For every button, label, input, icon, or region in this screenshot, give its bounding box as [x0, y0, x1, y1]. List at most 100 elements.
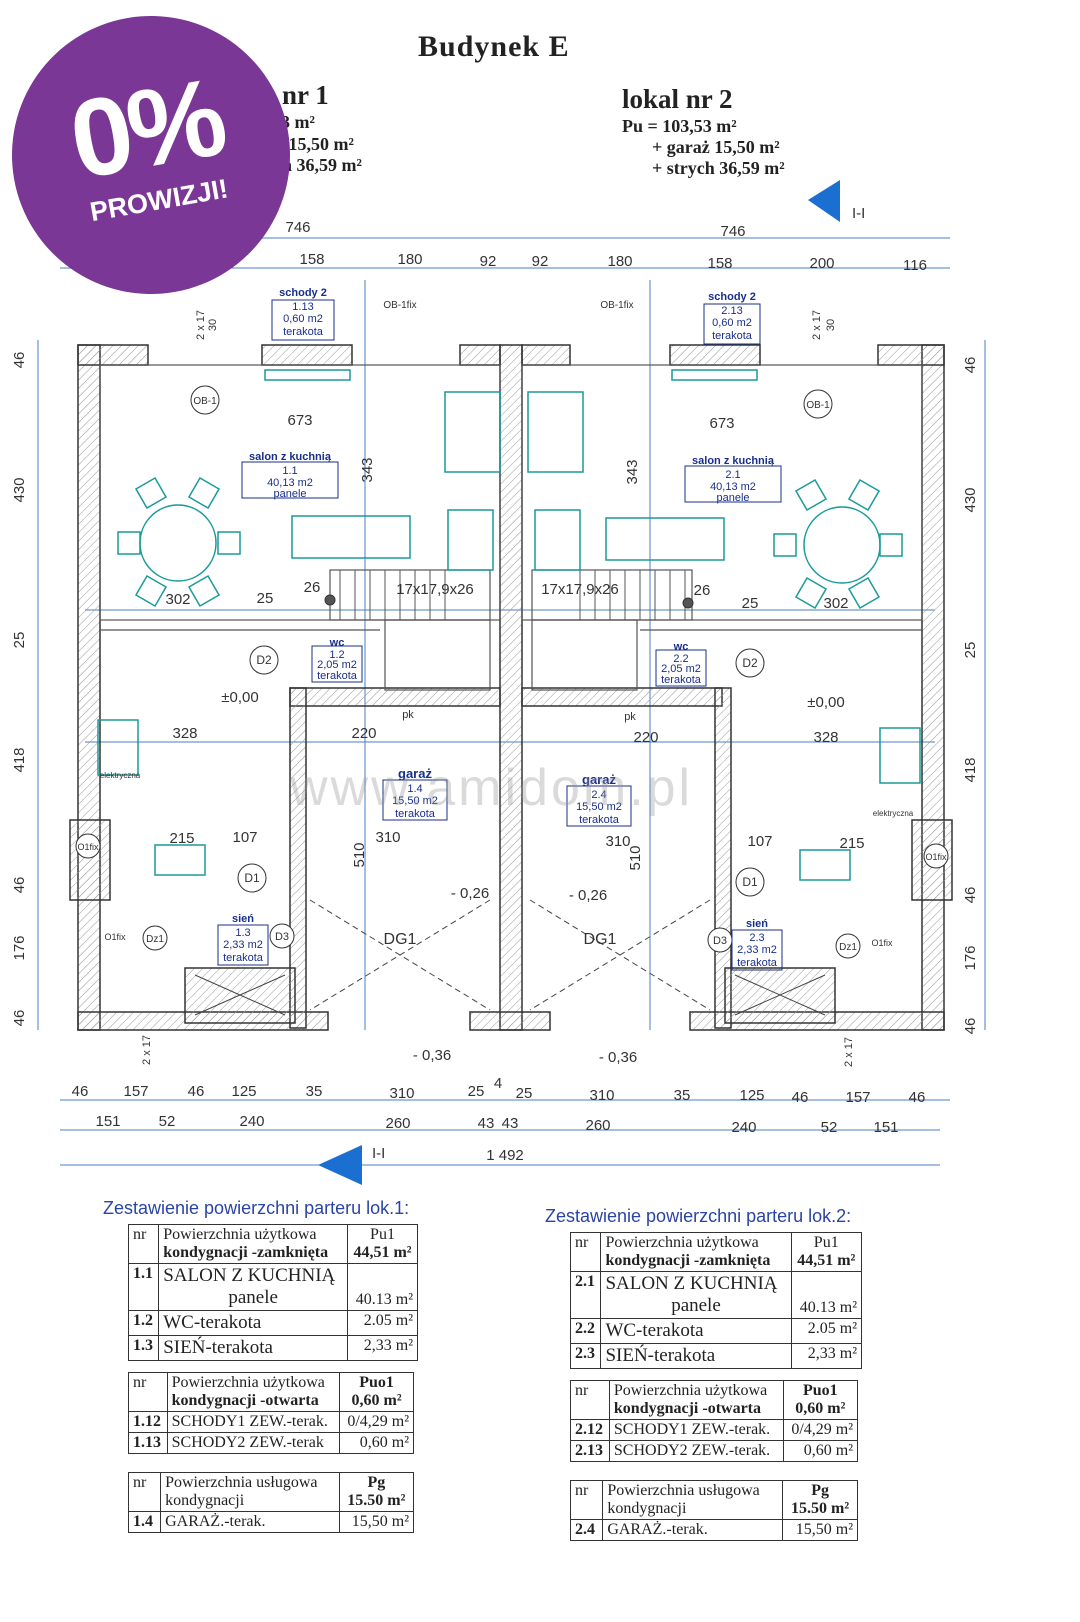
section-marker-bottom: I-I [372, 1145, 385, 1162]
svg-text:schody 2: schody 2 [708, 291, 756, 303]
hdr-desc: kondygnacji -zamknięta [163, 1244, 329, 1261]
row-name: WC-terakota [600, 1318, 792, 1344]
svg-text:D2: D2 [256, 653, 272, 667]
svg-text:157: 157 [123, 1083, 148, 1100]
row-nr: 2.13 [570, 1440, 610, 1462]
svg-text:garaż: garaż [582, 772, 616, 787]
svg-text:OB-1fix: OB-1fix [383, 300, 416, 311]
svg-text:215: 215 [839, 835, 864, 852]
hdr-desc: kondygnacji [607, 1500, 687, 1517]
svg-text:30: 30 [207, 319, 219, 331]
svg-text:116: 116 [903, 257, 927, 274]
row-val: 0,60 m² [339, 1432, 414, 1454]
hdr-sym: Pu1 [370, 1226, 395, 1243]
hdr-nr: nr [569, 1480, 604, 1520]
svg-text:0,60 m2: 0,60 m2 [712, 317, 752, 329]
hdr-desc: Powierzchnia użytkowa [163, 1226, 317, 1243]
hdr-desc: Powierzchnia użytkowa [605, 1234, 759, 1251]
svg-text:terakota: terakota [283, 326, 324, 338]
svg-text:25: 25 [962, 642, 979, 659]
row-name: SIEŃ-terakota [158, 1335, 348, 1361]
svg-text:673: 673 [709, 415, 734, 432]
svg-text:elektryczna: elektryczna [873, 809, 914, 818]
svg-text:310: 310 [605, 833, 630, 850]
row-val: 15,50 m² [338, 1511, 415, 1533]
svg-text:176: 176 [962, 945, 979, 970]
svg-text:125: 125 [739, 1087, 764, 1104]
svg-text:46: 46 [72, 1083, 89, 1100]
svg-text:157: 157 [845, 1089, 870, 1106]
svg-text:1.3: 1.3 [235, 927, 250, 939]
svg-text:D3: D3 [275, 931, 289, 943]
svg-text:151: 151 [95, 1113, 120, 1130]
svg-text:2 x 17: 2 x 17 [843, 1037, 855, 1067]
svg-text:25: 25 [742, 595, 759, 612]
svg-text:180: 180 [397, 251, 422, 268]
svg-text:D3: D3 [713, 935, 727, 947]
svg-text:2 x 17: 2 x 17 [195, 310, 207, 340]
hdr-nr: nr [127, 1472, 162, 1512]
row-val: 2,33 m² [347, 1335, 418, 1361]
row-val: 2.05 m² [347, 1310, 418, 1336]
row-nr: 1.1 [127, 1263, 160, 1311]
svg-text:2.1: 2.1 [725, 469, 740, 481]
svg-text:2,33 m2: 2,33 m2 [223, 939, 263, 951]
svg-text:35: 35 [306, 1083, 323, 1100]
svg-text:52: 52 [821, 1119, 838, 1136]
svg-text:panele: panele [716, 492, 749, 504]
svg-text:328: 328 [172, 725, 197, 742]
svg-text:40,13 m2: 40,13 m2 [710, 481, 756, 493]
svg-text:salon z kuchnią: salon z kuchnią [692, 455, 775, 467]
svg-text:terakota: terakota [579, 814, 620, 826]
svg-text:pk: pk [402, 709, 414, 721]
table-row: 2.12 SCHODY1 ZEW.-terak. 0/4,29 m² [570, 1419, 859, 1441]
svg-text:pk: pk [624, 711, 636, 723]
svg-text:15,50 m2: 15,50 m2 [576, 801, 622, 813]
svg-text:0,60 m2: 0,60 m2 [283, 313, 323, 325]
svg-text:310: 310 [389, 1085, 414, 1102]
svg-text:52: 52 [159, 1113, 176, 1130]
svg-text:510: 510 [351, 842, 368, 867]
hdr-sym: Pg [811, 1482, 829, 1499]
row-nr: 1.3 [127, 1335, 160, 1361]
table-row: 1.13 SCHODY2 ZEW.-terak 0,60 m² [128, 1432, 414, 1454]
hdr-sym: Puo1 [359, 1374, 394, 1391]
svg-text:220: 220 [633, 729, 658, 746]
svg-text:125: 125 [231, 1083, 256, 1100]
svg-text:2.4: 2.4 [591, 789, 606, 801]
svg-text:46: 46 [962, 357, 979, 374]
svg-text:1.2: 1.2 [329, 649, 344, 661]
row-nr: 2.12 [570, 1419, 610, 1441]
svg-text:sień: sień [232, 913, 254, 925]
svg-text:1.13: 1.13 [292, 301, 313, 313]
svg-text:430: 430 [11, 477, 28, 502]
svg-text:310: 310 [375, 829, 400, 846]
row-sub: panele [228, 1287, 278, 1308]
row-name: GARAŻ.-terak. [602, 1519, 784, 1541]
svg-text:- 0,36: - 0,36 [413, 1047, 451, 1064]
svg-text:35: 35 [674, 1087, 691, 1104]
unit2-name: lokal nr 2 [622, 84, 733, 114]
building-title: Budynek E [418, 30, 570, 63]
row-nr: 2.3 [569, 1343, 602, 1369]
row-val: 2.05 m² [790, 1318, 863, 1344]
hdr-sym: Puo1 [802, 1382, 838, 1399]
hdr-desc: kondygnacji [165, 1492, 245, 1509]
unit1-name: nr 1 [282, 80, 329, 110]
svg-text:673: 673 [287, 412, 312, 429]
row-nr: 1.13 [128, 1432, 168, 1454]
row-val: 40.13 m² [347, 1263, 418, 1311]
hdr-nr: nr [570, 1380, 610, 1420]
svg-text:180: 180 [607, 253, 632, 270]
svg-text:25: 25 [11, 632, 28, 649]
svg-text:terakota: terakota [712, 330, 753, 342]
svg-text:46: 46 [11, 877, 28, 894]
svg-text:OB-1fix: OB-1fix [600, 300, 633, 311]
svg-text:2 x 17: 2 x 17 [141, 1035, 153, 1065]
hdr-desc: kondygnacji -otwarta [171, 1392, 319, 1409]
